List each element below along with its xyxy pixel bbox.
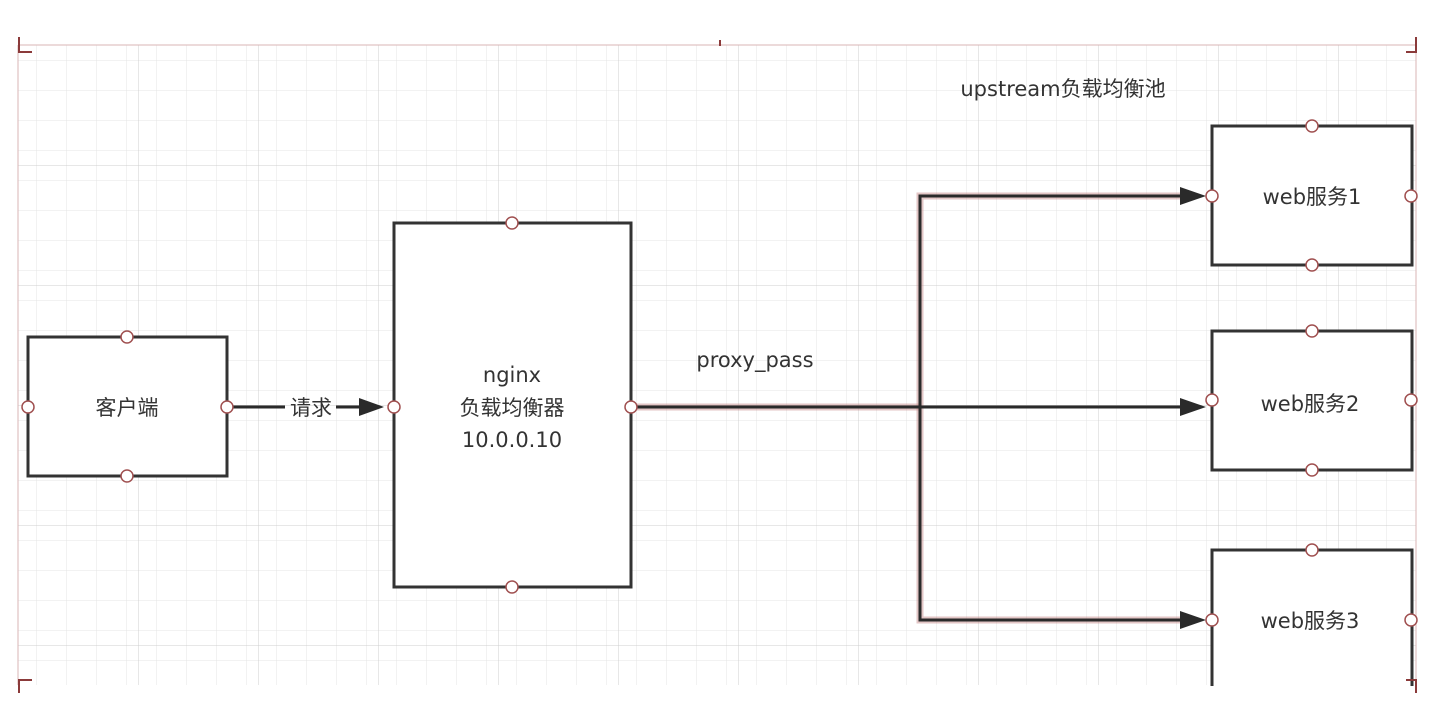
node-web-2[interactable]: web服务2 <box>1205 324 1418 477</box>
connection-port[interactable] <box>1305 258 1319 272</box>
connection-port[interactable] <box>1205 613 1219 627</box>
connection-port[interactable] <box>120 469 134 483</box>
node-web-2-label: web服务2 <box>1261 392 1360 416</box>
node-client[interactable]: 客户端 <box>21 330 234 483</box>
bottom-margin <box>0 686 1434 712</box>
node-web-1[interactable]: web服务1 <box>1205 119 1418 272</box>
node-nginx[interactable]: nginx 负载均衡器 10.0.0.10 <box>387 216 638 594</box>
upstream-pool-label: upstream负载均衡池 <box>960 77 1165 101</box>
edge-proxy-pass-label: proxy_pass <box>696 348 813 373</box>
connection-port[interactable] <box>505 580 519 594</box>
grid-background <box>18 45 1416 685</box>
connection-port[interactable] <box>1305 324 1319 338</box>
connection-port[interactable] <box>1205 393 1219 407</box>
node-client-label: 客户端 <box>96 396 159 420</box>
node-web-3[interactable]: web服务3 <box>1205 543 1418 691</box>
connection-port[interactable] <box>220 400 234 414</box>
connection-port[interactable] <box>1404 189 1418 203</box>
connection-port[interactable] <box>505 216 519 230</box>
connection-port[interactable] <box>1404 613 1418 627</box>
connection-port[interactable] <box>624 400 638 414</box>
node-web-3-label: web服务3 <box>1261 609 1360 633</box>
connection-port[interactable] <box>1205 189 1219 203</box>
connection-port[interactable] <box>1305 463 1319 477</box>
node-nginx-line-1: nginx <box>483 363 541 387</box>
node-nginx-line-2: 负载均衡器 <box>460 396 565 420</box>
connection-port[interactable] <box>1404 393 1418 407</box>
connection-port[interactable] <box>1305 543 1319 557</box>
page-boundary <box>17 37 1417 693</box>
connection-port[interactable] <box>1305 119 1319 133</box>
connection-port[interactable] <box>120 330 134 344</box>
node-nginx-line-3: 10.0.0.10 <box>462 428 562 452</box>
edge-proxy-pass[interactable]: proxy_pass <box>636 187 1206 629</box>
connection-port[interactable] <box>387 400 401 414</box>
edge-request[interactable]: 请求 <box>233 396 384 420</box>
edge-request-label: 请求 <box>290 396 332 420</box>
node-web-1-label: web服务1 <box>1263 185 1362 209</box>
connection-port[interactable] <box>21 400 35 414</box>
